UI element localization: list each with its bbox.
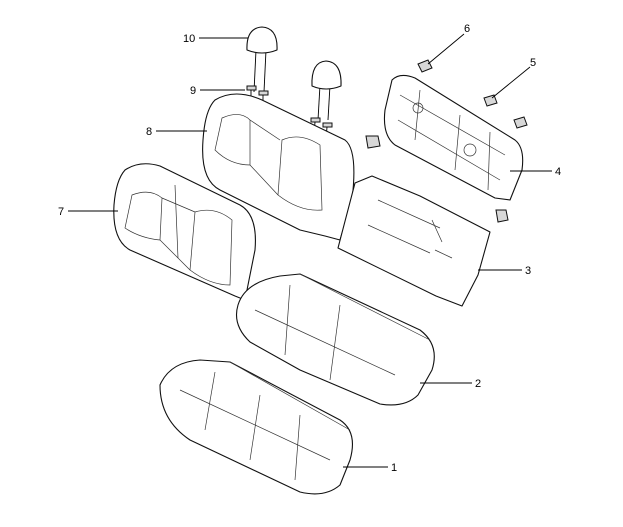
seat-cushion-cover xyxy=(235,273,435,406)
callout-6: 6 xyxy=(427,23,470,65)
cover-cap-5 xyxy=(483,94,498,107)
callout-5: 5 xyxy=(491,57,536,99)
headrest-right xyxy=(311,60,342,121)
svg-text:4: 4 xyxy=(555,166,561,178)
callout-7: 7 xyxy=(58,206,118,218)
svg-text:8: 8 xyxy=(146,126,152,138)
clip xyxy=(365,135,381,149)
callout-2: 2 xyxy=(420,378,481,390)
seat-cushion-frame xyxy=(159,359,353,495)
seatback-frame xyxy=(383,74,524,201)
svg-text:10: 10 xyxy=(183,33,195,45)
callout-4: 4 xyxy=(510,166,561,178)
callout-10: 10 xyxy=(183,33,248,45)
cover-cap xyxy=(513,116,528,129)
cover-cap-6 xyxy=(417,59,433,73)
clip xyxy=(495,209,509,223)
seatback-insulator xyxy=(337,175,491,307)
svg-text:7: 7 xyxy=(58,206,64,218)
callout-1: 1 xyxy=(343,462,397,474)
callout-9: 9 xyxy=(190,85,245,97)
svg-text:1: 1 xyxy=(391,462,397,474)
callout-8: 8 xyxy=(146,126,207,138)
svg-text:2: 2 xyxy=(475,378,481,390)
callout-3: 3 xyxy=(478,265,531,277)
svg-text:3: 3 xyxy=(525,265,531,277)
svg-text:9: 9 xyxy=(190,85,196,97)
svg-text:6: 6 xyxy=(464,23,470,35)
svg-text:5: 5 xyxy=(530,57,536,69)
headrest-left xyxy=(246,26,278,93)
